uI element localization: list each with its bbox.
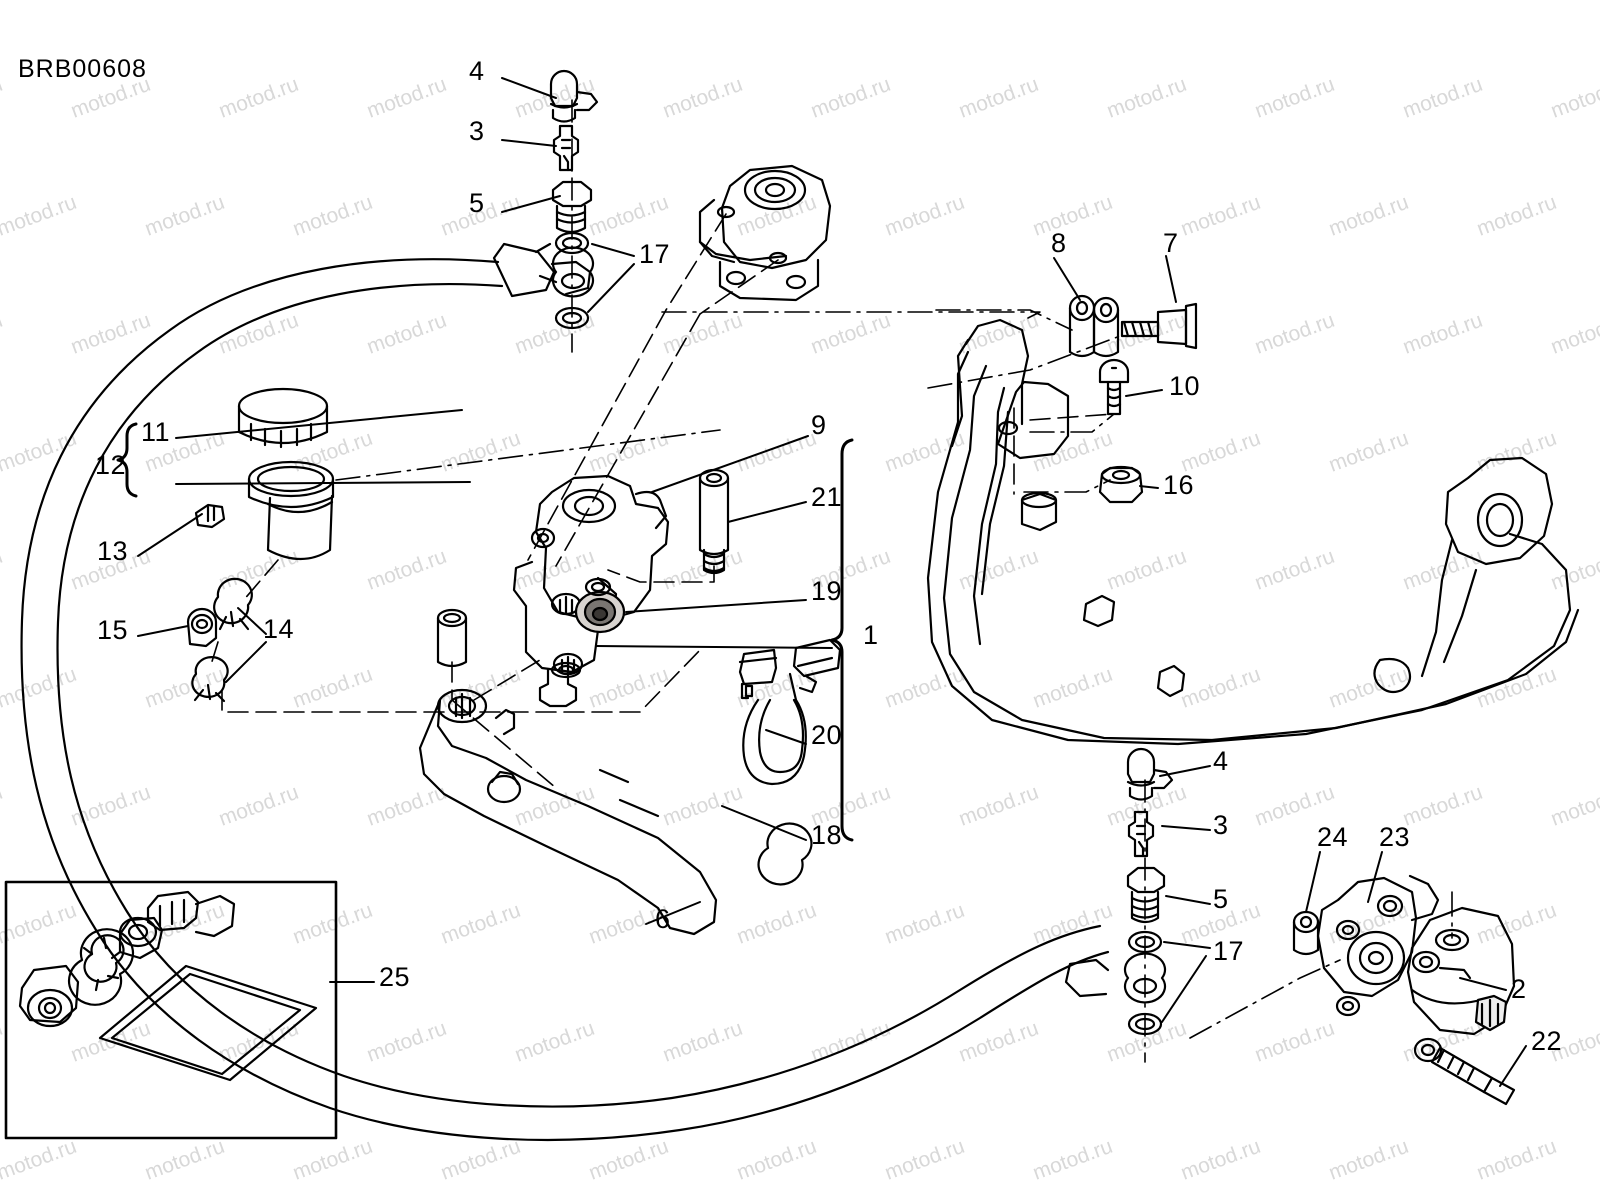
callout-9[interactable]: 9 (811, 410, 827, 440)
callout-6[interactable]: 6 (655, 904, 671, 934)
callout-18[interactable]: 18 (811, 820, 843, 850)
leader-lines (137, 77, 1527, 1087)
upper-bleed-stack (549, 69, 599, 353)
callout-22[interactable]: 22 (1531, 1026, 1563, 1056)
seal-kit-inset-box (4, 880, 338, 1140)
callout-2[interactable]: 2 (1511, 974, 1527, 1004)
group-bracket-12 (116, 422, 138, 498)
callout-21[interactable]: 21 (811, 482, 843, 512)
callout-7[interactable]: 7 (1163, 228, 1179, 258)
callout-10[interactable]: 10 (1169, 371, 1201, 401)
handguard-assembly (926, 294, 1580, 746)
callout-20[interactable]: 20 (811, 720, 843, 750)
callout-23[interactable]: 23 (1379, 822, 1411, 852)
group-bracket-1 (830, 438, 854, 842)
master-cylinder-main (418, 468, 813, 936)
callout-8[interactable]: 8 (1051, 228, 1067, 258)
callout-3a[interactable]: 3 (469, 116, 485, 146)
callout-17a[interactable]: 17 (639, 239, 671, 269)
callout-24[interactable]: 24 (1317, 822, 1349, 852)
callout-3b[interactable]: 3 (1213, 810, 1229, 840)
lower-bleed-stack (1064, 747, 1174, 1063)
callout-14[interactable]: 14 (263, 614, 295, 644)
brake-hose-6 (20, 242, 1110, 1142)
callout-25[interactable]: 25 (379, 962, 411, 992)
callout-4b[interactable]: 4 (1213, 746, 1229, 776)
lower-right-cylinder (1189, 874, 1516, 1106)
callout-1[interactable]: 1 (863, 620, 879, 650)
brake-switch-wiring-20 (738, 638, 842, 786)
callout-5b[interactable]: 5 (1213, 884, 1229, 914)
callout-5a[interactable]: 5 (469, 188, 485, 218)
callout-13[interactable]: 13 (97, 536, 129, 566)
callout-4a[interactable]: 4 (469, 56, 485, 86)
callout-15[interactable]: 15 (97, 615, 129, 645)
callout-12[interactable]: 12 (95, 450, 127, 480)
master-cylinder-top-view (527, 164, 1041, 567)
callout-19[interactable]: 19 (811, 576, 843, 606)
drawing-number: BRB00608 (18, 55, 147, 83)
callout-16[interactable]: 16 (1163, 470, 1195, 500)
reservoir-assembly (186, 387, 721, 713)
callout-11[interactable]: 11 (141, 417, 171, 447)
callout-17b[interactable]: 17 (1213, 936, 1245, 966)
